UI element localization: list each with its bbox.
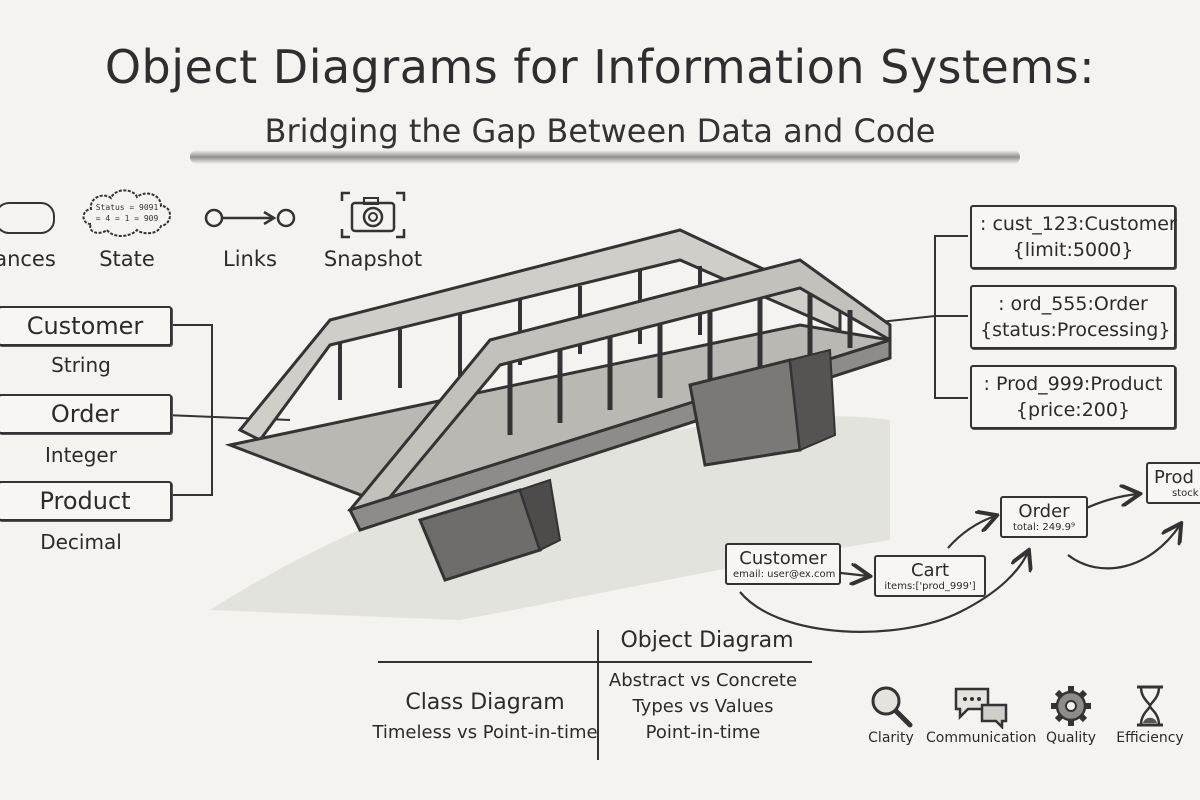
benefit-label: Clarity: [868, 730, 914, 746]
object-instance-line: : Prod_999:Product: [983, 373, 1163, 395]
class-name: Customer: [26, 312, 144, 340]
cloud-text-line: Status = 9091: [96, 203, 159, 212]
state-cloud-icon: Status = 9091 = 4 = 1 = 909: [82, 189, 171, 237]
flow-attr: email: user@ex.com: [733, 569, 836, 580]
concept-label: State: [99, 247, 155, 271]
flow-box-order: Order total: 249.9⁹: [1000, 496, 1088, 538]
object-diagram-heading: Object Diagram: [620, 628, 794, 653]
flow-attr: total: 249.9⁹: [1012, 522, 1076, 533]
subtitle-underline: [190, 150, 1020, 164]
benefit-communication: Communication: [926, 682, 1036, 746]
object-diagram-line: Point-in-time: [645, 722, 761, 743]
class-type: Integer: [45, 443, 117, 467]
object-box-customer: : cust_123:Customer {limit:5000}: [970, 205, 1177, 269]
camera-icon: [340, 191, 406, 239]
concept-label: Snapshot: [323, 247, 423, 271]
object-attribute-line: {price:200}: [1015, 399, 1131, 421]
flow-name: Order: [1018, 501, 1070, 522]
flow-name: Customer: [739, 548, 827, 569]
flow-box-product: Prod stock: [1146, 462, 1200, 504]
object-box-product: : Prod_999:Product {price:200}: [970, 365, 1176, 429]
object-attribute-line: {limit:5000}: [1012, 239, 1134, 261]
object-diagram-line: Types vs Values: [632, 696, 774, 717]
concept-snapshot: Snapshot: [318, 189, 428, 271]
class-name: Product: [39, 487, 131, 515]
benefit-quality: Quality: [1036, 682, 1106, 746]
diagram-subtitle: Bridging the Gap Between Data and Code: [264, 112, 936, 150]
flow-box-customer: Customer email: user@ex.com: [725, 543, 841, 585]
concept-label: ances: [0, 247, 56, 271]
magnifier-icon: [871, 686, 913, 728]
benefit-label: Communication: [926, 730, 1037, 746]
instances-icon: [0, 202, 55, 234]
object-diagram-line: Abstract vs Concrete: [608, 670, 798, 691]
concept-links: Links: [200, 195, 300, 271]
class-diagram-heading: Class Diagram: [405, 690, 565, 715]
class-type: String: [51, 353, 111, 377]
object-instance-line: : ord_555:Order: [998, 293, 1148, 315]
benefit-clarity: Clarity: [856, 682, 926, 746]
flow-attr: items:['prod_999']: [884, 581, 976, 592]
cloud-text-line: = 4 = 1 = 909: [96, 214, 159, 223]
concept-state: Status = 9091 = 4 = 1 = 909 State: [72, 183, 182, 271]
class-box-product: Product: [0, 481, 172, 521]
object-attribute-line: {status:Processing}: [980, 319, 1171, 341]
benefit-label: Efficiency: [1116, 730, 1184, 746]
class-box-order: Order: [0, 394, 172, 434]
class-type: Decimal: [40, 530, 122, 554]
speech-bubbles-icon: [954, 687, 1008, 729]
hourglass-icon: [1137, 685, 1163, 727]
benefit-efficiency: Efficiency: [1112, 682, 1188, 746]
bridge-illustration: [210, 228, 892, 620]
class-box-customer: Customer: [0, 306, 172, 346]
object-box-order: : ord_555:Order {status:Processing}: [970, 285, 1176, 349]
concept-instances: ances: [0, 195, 70, 271]
flow-box-cart: Cart items:['prod_999']: [874, 555, 986, 597]
flow-name: Prod: [1154, 467, 1194, 488]
gear-icon: [1051, 686, 1091, 726]
benefit-label: Quality: [1045, 730, 1097, 746]
flow-name: Cart: [910, 560, 950, 581]
concept-label: Links: [223, 247, 277, 271]
class-name: Order: [50, 400, 120, 428]
class-diagram-line: Timeless vs Point-in-time: [372, 722, 598, 743]
diagram-title: Object Diagrams for Information Systems:: [104, 40, 1096, 94]
object-instance-line: : cust_123:Customer: [980, 213, 1177, 235]
flow-attr: stock: [1172, 488, 1199, 499]
link-arrow-icon: [204, 208, 296, 228]
